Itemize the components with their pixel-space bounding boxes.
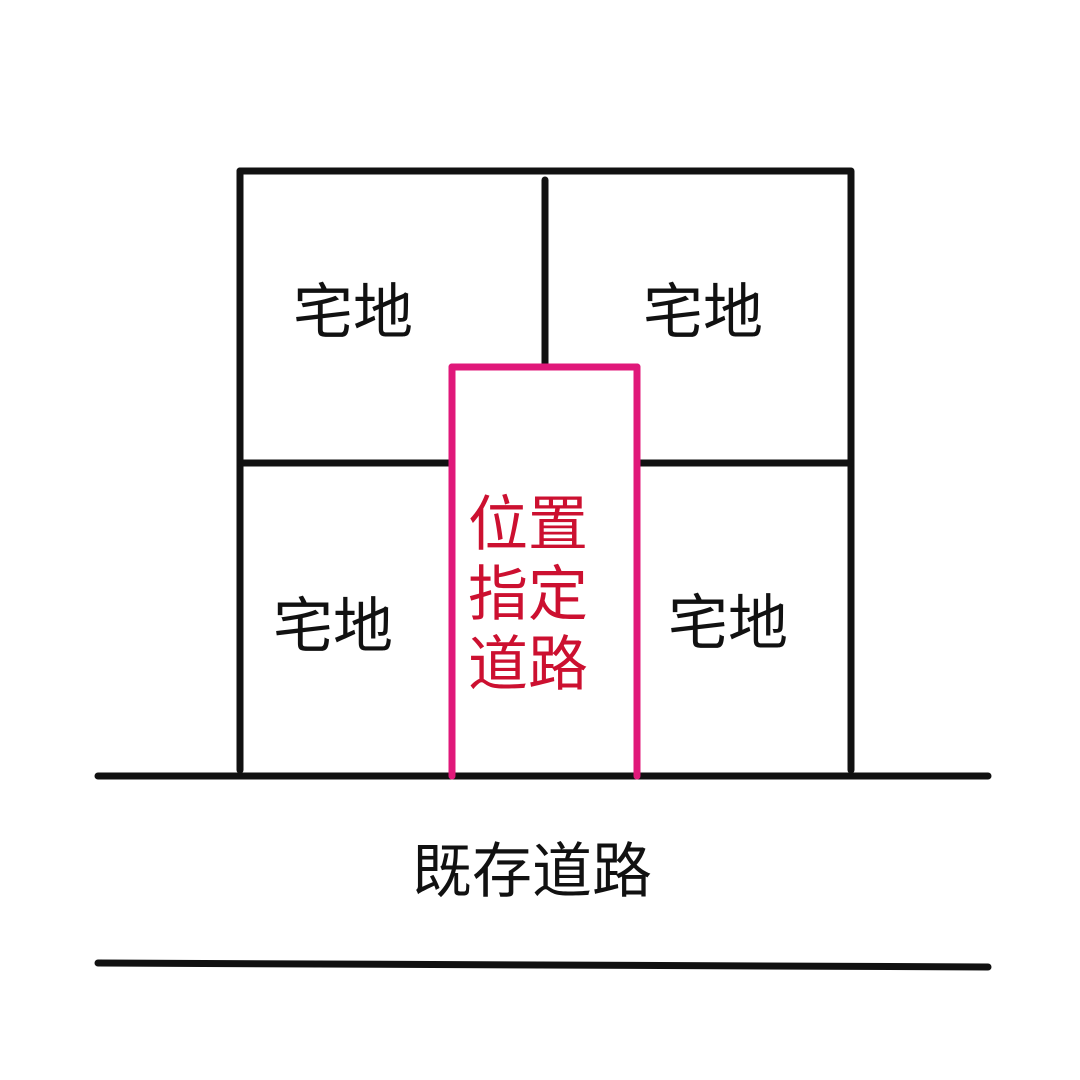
lot-label-bottom-left: 宅地 <box>273 592 393 662</box>
existing-road-lower-edge <box>94 959 992 971</box>
lot-label-bottom-right: 宅地 <box>668 589 788 659</box>
designated-road-label: 位置指定道路 <box>468 490 588 700</box>
lot-label-top-left: 宅地 <box>293 278 413 348</box>
lot-label-top-right: 宅地 <box>643 278 763 348</box>
existing-road-label: 既存道路 <box>412 837 652 907</box>
